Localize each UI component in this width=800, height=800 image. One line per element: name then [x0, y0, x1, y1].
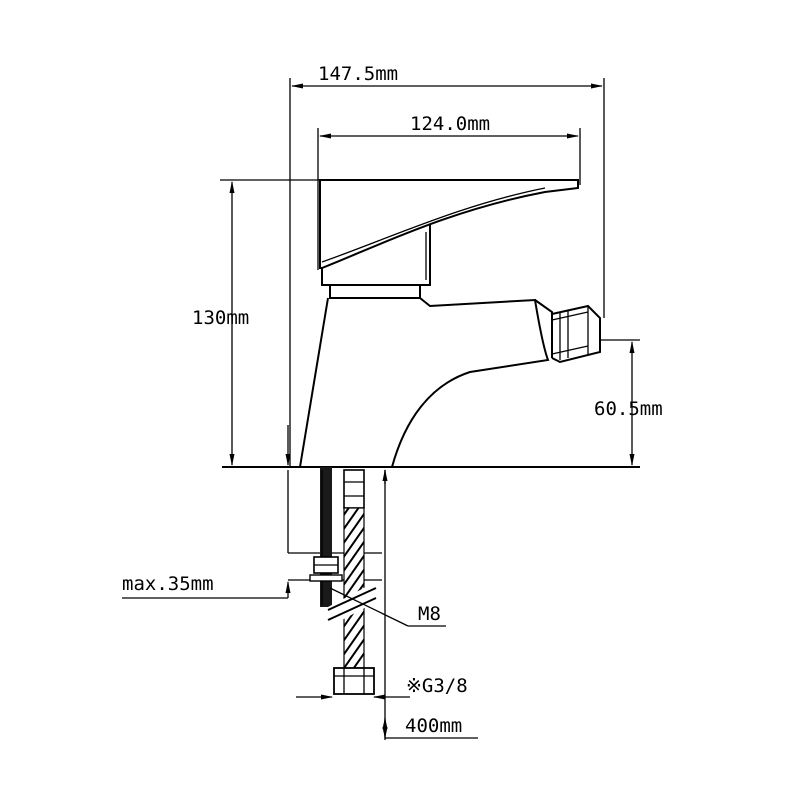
mounting-hardware [309, 467, 379, 695]
spout-height-label: 60.5mm [594, 398, 663, 420]
hose-connection-label: ※G3/8 [406, 675, 468, 697]
hose-length-label: 400mm [405, 715, 462, 737]
dimension-labels: 147.5mm 124.0mm 130mm 60.5mm max.35mm M8… [122, 63, 663, 737]
lever-handle [319, 179, 579, 269]
bidet-nozzle [534, 299, 601, 364]
faucet-body [222, 179, 640, 468]
collar [329, 285, 421, 299]
thread-rod-label: M8 [418, 603, 441, 625]
max-thickness-label: max.35mm [122, 573, 214, 595]
hose-upper-fitting [343, 469, 365, 509]
cartridge-neck [321, 225, 431, 286]
dimension-lines [122, 83, 635, 739]
extension-lines [220, 78, 640, 740]
braided-hose [343, 507, 365, 669]
height-label: 130mm [192, 307, 249, 329]
hose-lower-nut [333, 667, 375, 695]
faucet-main-body [299, 297, 550, 468]
lever-width-label: 124.0mm [410, 113, 490, 135]
overall-width-label: 147.5mm [318, 63, 398, 85]
